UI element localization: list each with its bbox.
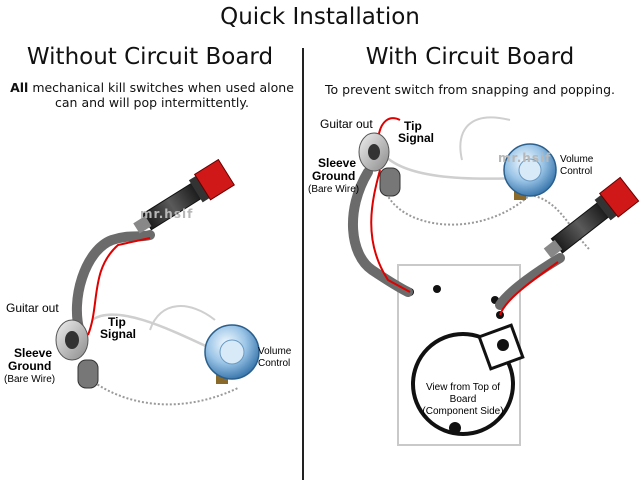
left-volume-pot: [204, 324, 260, 384]
right-tip-label: Tip: [404, 119, 422, 133]
right-signal-wire-2: [499, 261, 559, 316]
left-ground-wire: [81, 371, 239, 406]
left-white-wire-2: [149, 305, 216, 331]
left-description: All mechanical kill switches when used a…: [2, 80, 302, 110]
right-description: To prevent switch from snapping and popp…: [325, 82, 615, 97]
left-gray-cable: [71, 230, 155, 337]
right-ground-label: Ground: [312, 169, 355, 183]
panel-divider: [302, 48, 304, 480]
right-watermark: mr.hsif: [498, 151, 551, 165]
right-guitar-out-label: Guitar out: [320, 117, 373, 131]
left-description-line2: can and will pop intermittently.: [55, 95, 249, 110]
right-ground-wire-2: [529, 194, 591, 251]
right-volume-label: Volume: [560, 154, 594, 165]
left-description-bold: All: [10, 80, 29, 95]
right-white-wire-2: [459, 116, 511, 161]
right-bare-wire-label: (Bare Wire): [308, 184, 359, 195]
page-title: Quick Installation: [220, 4, 420, 30]
board-component: [411, 323, 525, 436]
left-panel-heading: Without Circuit Board: [26, 44, 274, 70]
left-output-jack: [55, 319, 99, 389]
right-volume-pot: [503, 143, 557, 200]
right-signal-wire-1: [370, 169, 411, 293]
board-view-line1: View from Top of: [426, 382, 500, 393]
board-view-line3: (Component Side): [422, 406, 503, 417]
left-tip-label: Tip: [108, 315, 126, 329]
left-bare-wire-label: (Bare Wire): [4, 374, 55, 385]
board-view-line2: Board: [450, 394, 477, 405]
right-gray-cable-2: [495, 253, 565, 310]
left-sleeve-label: Sleeve: [14, 346, 52, 360]
right-ground-wire: [384, 189, 531, 226]
right-diagram: Guitar out Tip Signal Sleeve Ground (Bar…: [308, 116, 640, 446]
right-control-label: Control: [560, 166, 592, 177]
left-guitar-out-label: Guitar out: [6, 301, 59, 315]
left-signal-wire: [87, 237, 151, 336]
right-white-wire-1: [378, 149, 521, 180]
left-signal-label: Signal: [100, 327, 136, 341]
left-watermark: mr.hsif: [140, 207, 193, 221]
right-panel-heading: With Circuit Board: [365, 44, 575, 70]
left-kill-switch: [133, 158, 235, 234]
left-control-label: Control: [258, 358, 290, 369]
right-sleeve-label: Sleeve: [318, 156, 356, 170]
right-output-jack: [358, 132, 401, 197]
right-signal-label: Signal: [398, 131, 434, 145]
left-description-rest: mechanical kill switches when used alone: [28, 80, 294, 95]
right-kill-switch: [543, 176, 640, 258]
left-ground-label: Ground: [8, 359, 51, 373]
board-pad-2: [433, 285, 441, 293]
left-diagram: Guitar out Tip Signal Sleeve Ground (Bar…: [4, 158, 292, 406]
left-volume-label: Volume: [258, 346, 292, 357]
